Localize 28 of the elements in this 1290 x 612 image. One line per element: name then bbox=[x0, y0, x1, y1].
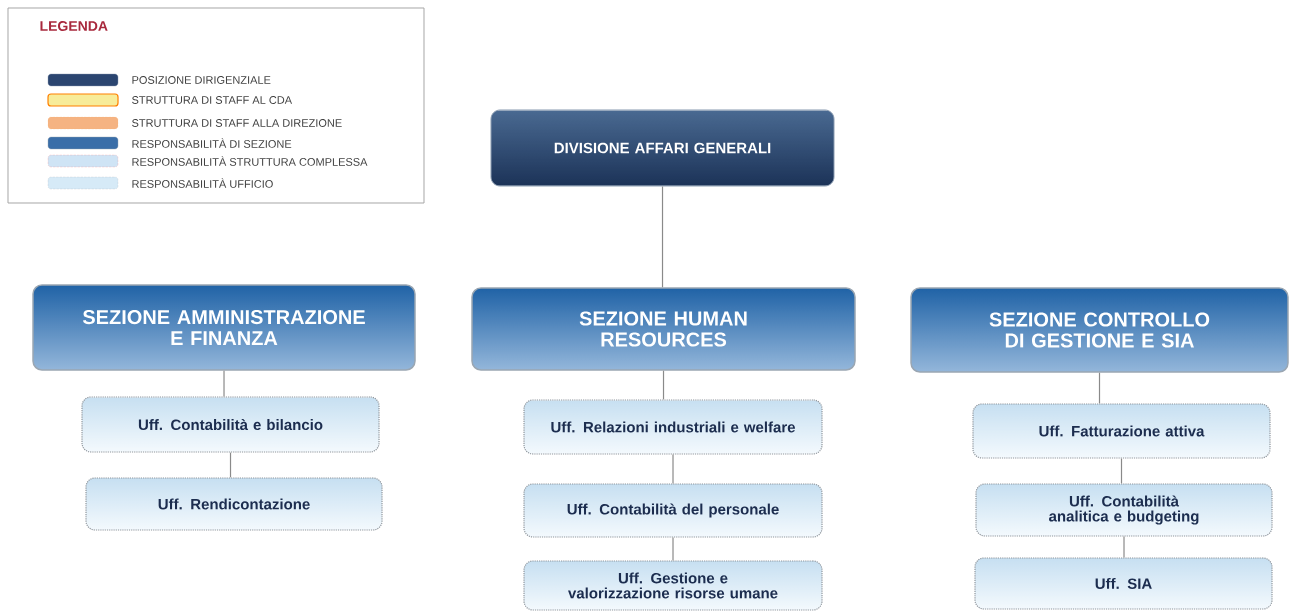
connector-line bbox=[223, 370, 225, 397]
connector-line bbox=[1098, 372, 1101, 404]
connector-line bbox=[229, 452, 232, 478]
legend-title: LEGENDA bbox=[40, 21, 108, 31]
connector-line bbox=[1123, 536, 1125, 558]
legend-text: RESPONSABILITÀ UFFICIO bbox=[132, 178, 273, 188]
division-box: DIVISIONE AFFARI GENERALI bbox=[490, 109, 835, 187]
connector-line bbox=[662, 370, 665, 400]
section-box: SEZIONE HUMAN RESOURCES bbox=[471, 287, 856, 371]
connector-line bbox=[1120, 458, 1123, 484]
office-box: Uff. Contabilità analitica e budgeting bbox=[975, 483, 1273, 537]
office-box: Uff. SIA bbox=[974, 557, 1273, 610]
legend-text: RESPONSABILITÀ STRUTTURA COMPLESSA bbox=[132, 156, 368, 166]
office-box: Uff. Contabilità e bilancio bbox=[81, 396, 380, 453]
section-box: SEZIONE CONTROLLO DI GESTIONE E SIA bbox=[910, 287, 1289, 373]
section-box: SEZIONE AMMINISTRAZIONE E FINANZA bbox=[32, 284, 416, 371]
office-box: Uff. Contabilità del personale bbox=[523, 483, 823, 538]
connector-line bbox=[672, 454, 674, 484]
legend-text: STRUTTURA DI STAFF ALLA DIREZIONE bbox=[132, 119, 342, 127]
legend-text: POSIZIONE DIRIGENZIALE bbox=[132, 76, 271, 84]
office-box: Uff. Relazioni industriali e welfare bbox=[523, 399, 823, 455]
legend-text: STRUTTURA DI STAFF AL CDA bbox=[132, 96, 293, 104]
office-box: Uff. Rendicontazione bbox=[85, 477, 383, 531]
connector-line bbox=[661, 185, 664, 288]
connector-line bbox=[672, 537, 674, 561]
office-box: Uff. Fatturazione attiva bbox=[972, 403, 1271, 459]
legend-text: RESPONSABILITÀ DI SEZIONE bbox=[132, 138, 292, 148]
office-box: Uff. Gestione e valorizzazione risorse umane bbox=[523, 560, 823, 611]
